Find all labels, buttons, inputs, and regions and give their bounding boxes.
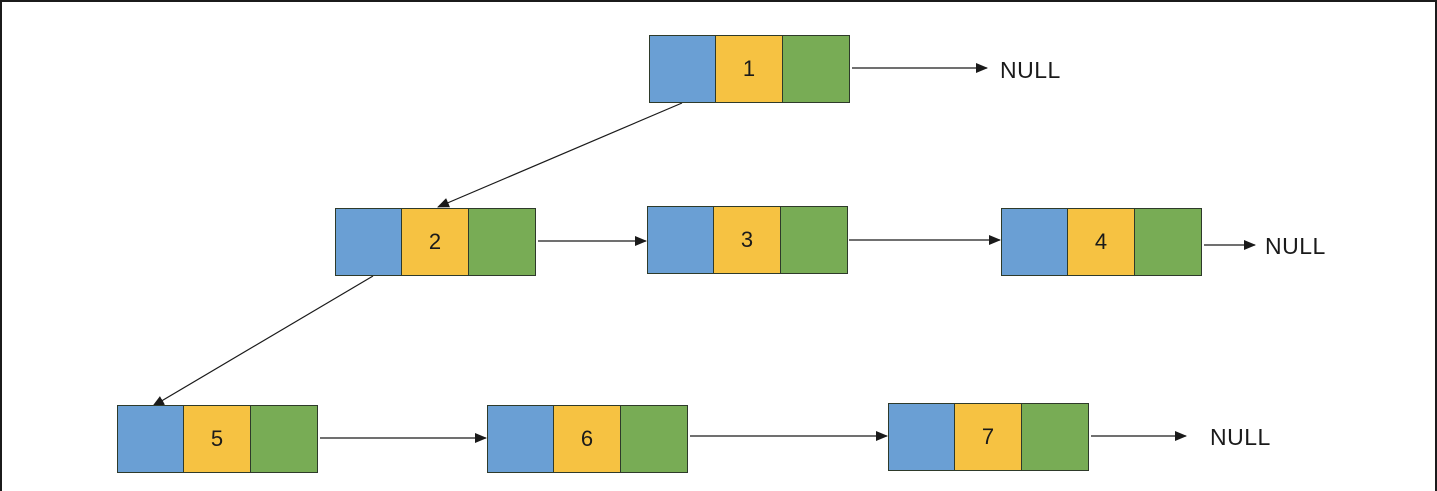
node-7-value-field: 7: [955, 403, 1022, 471]
node-7: 7: [888, 403, 1089, 471]
null-label-row2: NULL: [1265, 233, 1326, 259]
node-4-right-field: [1135, 208, 1202, 276]
node-5-left-field: [117, 405, 184, 473]
node-4-value: 4: [1094, 229, 1108, 254]
node-2-right-field: [469, 208, 536, 276]
node-2-value-field: 2: [402, 208, 469, 276]
node-2-value: 2: [428, 229, 442, 254]
node-3-right-field: [781, 206, 848, 274]
node-3-left-field: [647, 206, 714, 274]
node-1-left-field: [649, 35, 716, 103]
node-6: 6: [487, 405, 688, 473]
node-5-value-field: 5: [184, 405, 251, 473]
node-6-value: 6: [580, 426, 594, 451]
node-1-value-field: 1: [716, 35, 783, 103]
node-3-value: 3: [740, 227, 754, 252]
node-1: 1: [649, 35, 850, 103]
node-4-left-field: [1001, 208, 1068, 276]
node-7-right-field: [1022, 403, 1089, 471]
node-6-left-field: [487, 405, 554, 473]
node-1-right-field: [783, 35, 850, 103]
node-3: 3: [647, 206, 848, 274]
node-2: 2: [335, 208, 536, 276]
node-7-left-field: [888, 403, 955, 471]
node-4-value-field: 4: [1068, 208, 1135, 276]
node-4: 4: [1001, 208, 1202, 276]
node-5: 5: [117, 405, 318, 473]
node-6-right-field: [621, 405, 688, 473]
node-7-value: 7: [981, 424, 995, 449]
node-2-left-field: [335, 208, 402, 276]
null-label-row3: NULL: [1210, 424, 1271, 450]
node-5-right-field: [251, 405, 318, 473]
node-6-value-field: 6: [554, 405, 621, 473]
node-5-value: 5: [210, 426, 224, 451]
null-label-row1: NULL: [1000, 57, 1061, 83]
node-3-value-field: 3: [714, 206, 781, 274]
node-1-value: 1: [742, 56, 756, 81]
